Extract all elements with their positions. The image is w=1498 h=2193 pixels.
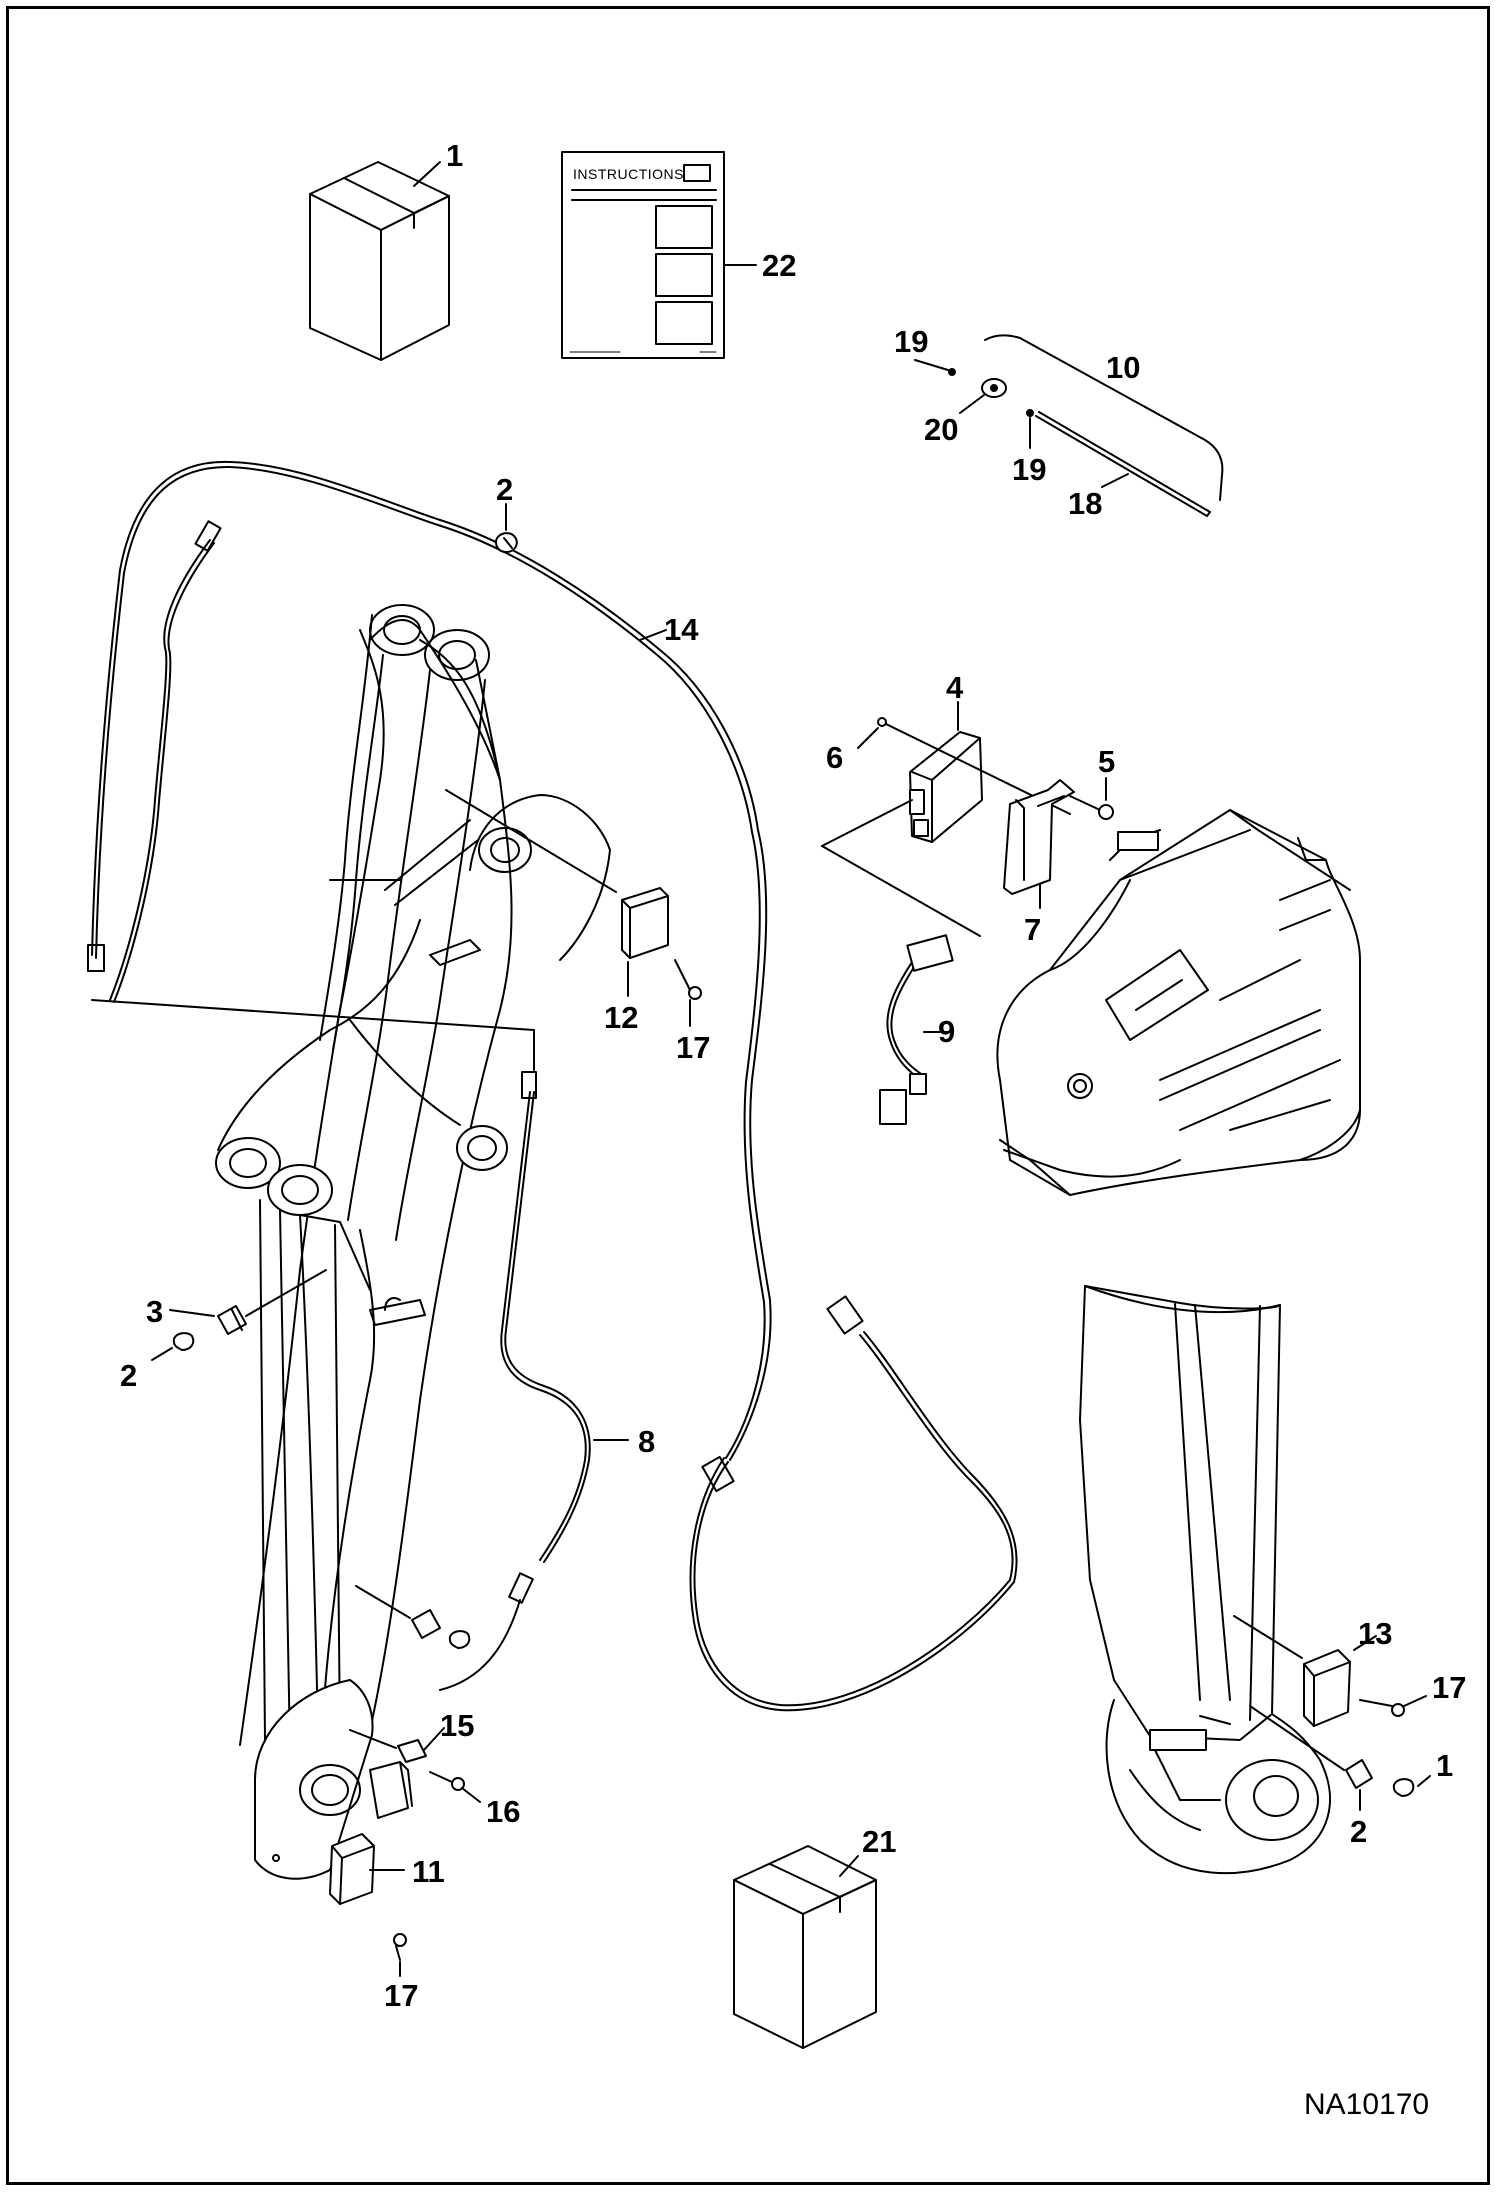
callout-19-bottom: 19: [1012, 452, 1046, 487]
leader-6: [857, 727, 879, 749]
callout-9: 9: [938, 1014, 955, 1049]
callout-13: 13: [1358, 1616, 1392, 1651]
box-part-1-top: [309, 161, 450, 361]
callout-5: 5: [1098, 744, 1115, 779]
callout-7: 7: [1024, 912, 1041, 947]
callout-17-upper: 17: [676, 1030, 710, 1065]
leader-2-right-mount: [1249, 1705, 1345, 1771]
callout-6: 6: [826, 740, 843, 775]
callout-16: 16: [486, 1794, 520, 1829]
leader-12-mount: [445, 789, 617, 893]
callout-17-lower: 17: [384, 1978, 418, 2013]
leader-18: [1101, 473, 1129, 488]
leader-20: [959, 394, 985, 414]
callout-1-right: 1: [1436, 1748, 1453, 1783]
instructions-sheet-part-22: [561, 151, 725, 359]
bracket-part-7: [1003, 779, 1075, 895]
box-part-21-bottom: [733, 1845, 877, 2049]
sensor-box-part-12: [621, 887, 702, 1000]
leader-9-link-b: [821, 799, 913, 847]
callout-4: 4: [946, 670, 964, 705]
rod-kit-parts-10-18-19-20: [948, 334, 1224, 517]
leader-17c: [1403, 1695, 1427, 1707]
leader-16-mount: [429, 1771, 453, 1783]
callout-20: 20: [924, 412, 958, 447]
leader-15: [423, 1727, 445, 1751]
leader-3-mount: [245, 1269, 327, 1317]
leader-clip-mid: [355, 1585, 411, 1619]
clip-part-3-left: [172, 1305, 247, 1351]
boom-assembly: [215, 604, 611, 1880]
callout-11: 11: [412, 1854, 445, 1889]
callout-2-left: 2: [120, 1358, 137, 1393]
leader-19a: [914, 359, 949, 371]
screw-part-5: [1069, 795, 1114, 820]
reference-code: NA10170: [1304, 2088, 1429, 2121]
leader-2b: [151, 1347, 173, 1361]
callout-2-top: 2: [496, 472, 513, 507]
leader-13: [1353, 1635, 1377, 1651]
harness-part-14: [87, 460, 1018, 1712]
callout-18: 18: [1068, 486, 1102, 521]
callout-19-top: 19: [894, 324, 928, 359]
callout-12: 12: [604, 1000, 638, 1035]
sensor-part-11: [329, 1833, 407, 1961]
leader-3: [169, 1309, 215, 1317]
machine-frame: [996, 809, 1361, 1196]
clip-part-2-top: [495, 532, 518, 553]
callout-3: 3: [146, 1294, 163, 1329]
clip-parts-2-1-right: [1345, 1759, 1415, 1797]
leader-14-joint: [91, 999, 535, 1031]
clip-mid-boom: [411, 1609, 471, 1649]
leader-15-mount: [349, 1729, 397, 1749]
callout-14: 14: [664, 612, 699, 647]
leader-9-link-a: [821, 845, 981, 937]
callout-17-right: 17: [1432, 1670, 1466, 1705]
callout-21: 21: [862, 1824, 896, 1859]
arm-assembly-right: [1079, 1285, 1331, 1875]
leader-1b: [1417, 1775, 1431, 1787]
callout-10: 10: [1106, 350, 1140, 385]
leader-16: [461, 1787, 481, 1803]
harness-part-9: [879, 934, 954, 1125]
callout-1-box: 1: [446, 138, 463, 173]
leader-13-mount: [1233, 1615, 1303, 1659]
sensor-part-13: [1303, 1649, 1405, 1727]
callout-2-right: 2: [1350, 1814, 1367, 1849]
controller-part-4: [877, 717, 983, 843]
leader-14: [639, 629, 667, 641]
callout-15: 15: [440, 1708, 474, 1743]
instructions-label: INSTRUCTIONS: [573, 166, 684, 182]
callout-22: 22: [762, 248, 796, 283]
harness-part-8: [439, 1071, 591, 1691]
leader-1a: [413, 161, 441, 187]
clamp-part-15: [369, 1739, 465, 1819]
callout-8: 8: [638, 1424, 655, 1459]
leader-21: [839, 1855, 859, 1877]
